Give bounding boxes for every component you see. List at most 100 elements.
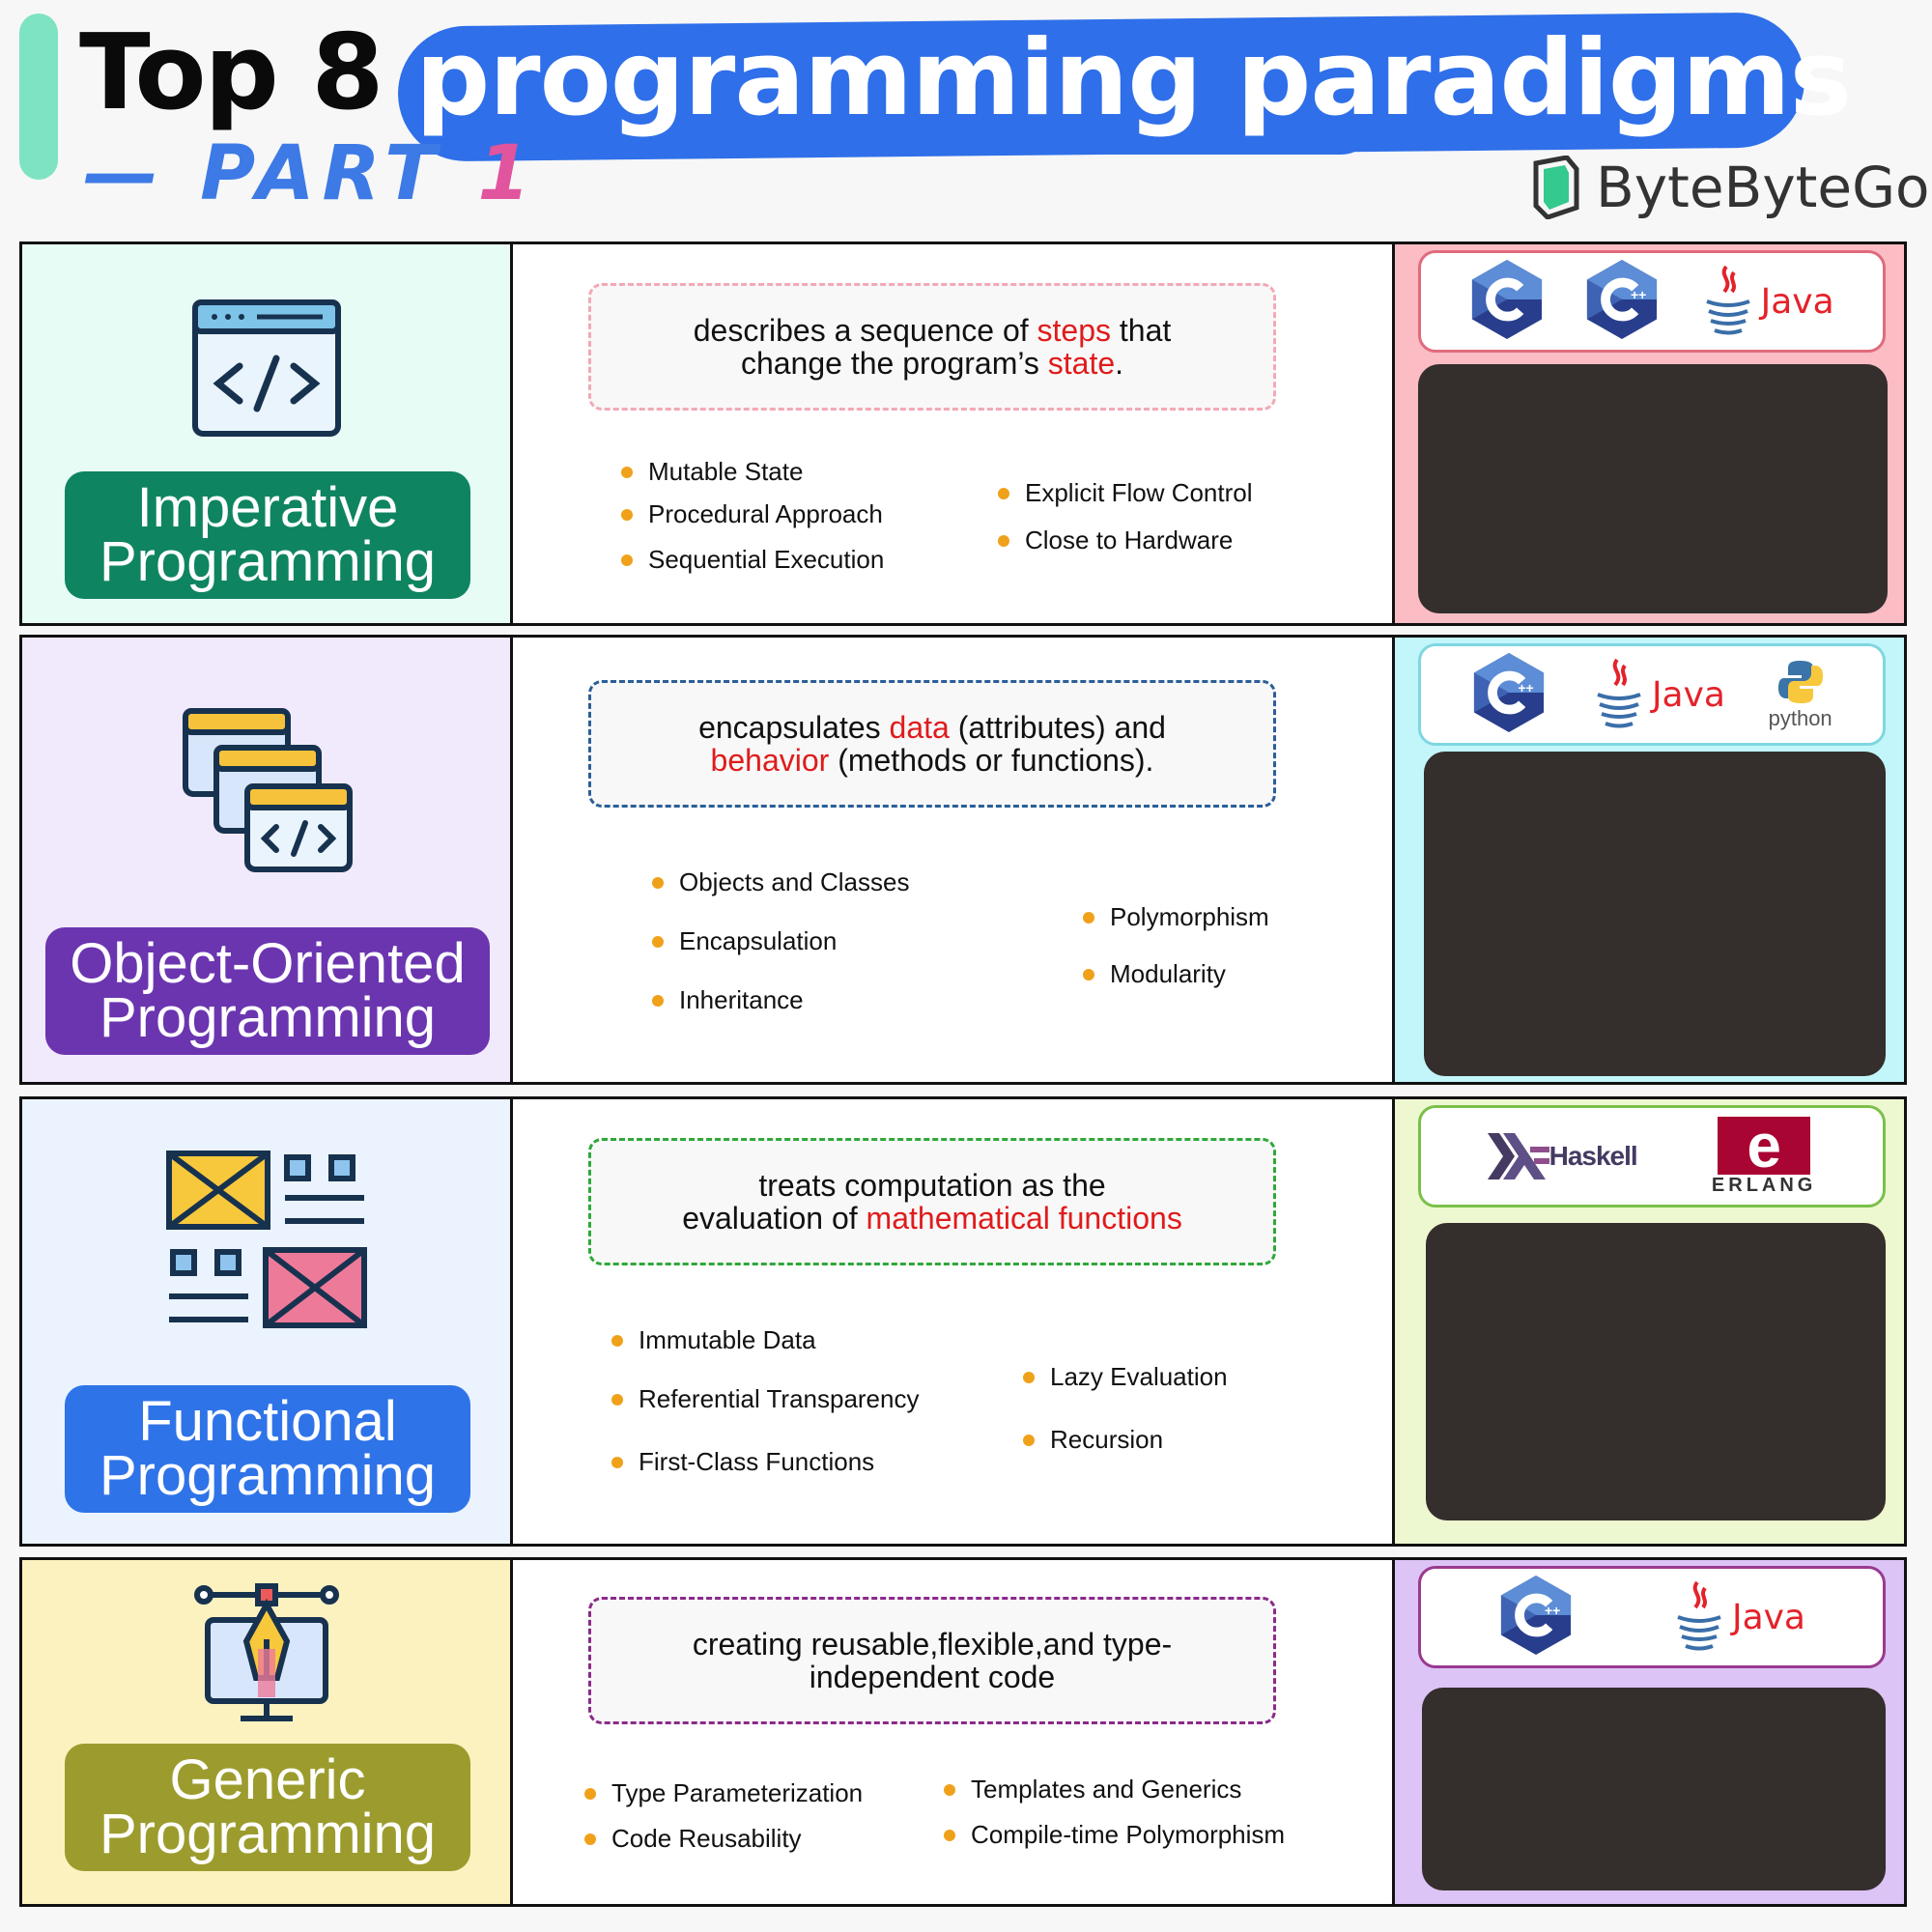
- imperative-label: Imperative Programming: [65, 471, 470, 599]
- oop-desc-e: (methods or functions).: [829, 743, 1154, 778]
- list-item: Immutable Data: [611, 1325, 919, 1355]
- generic-languages-cell: ++ Java: [1395, 1560, 1904, 1904]
- generic-desc-a: creating reusable,flexible,and type-: [692, 1627, 1173, 1662]
- java-logo-icon: Java: [1699, 263, 1834, 340]
- generic-label: Generic Programming: [65, 1744, 470, 1871]
- brand: ByteByteGo: [1530, 155, 1930, 220]
- functional-code-panel: [1426, 1223, 1886, 1520]
- functional-languages-cell: Haskell e ERLANG: [1395, 1099, 1904, 1544]
- functional-desc-c: mathematical functions: [866, 1201, 1182, 1236]
- oop-desc-c: (attributes) and: [949, 710, 1166, 745]
- imperative-desc-c: that: [1111, 313, 1172, 348]
- oop-code-panel: [1424, 752, 1886, 1076]
- generic-title-line2: Programming: [99, 1803, 437, 1865]
- cpp-logo-icon: ++: [1471, 651, 1547, 739]
- python-logo-icon: python: [1769, 658, 1833, 731]
- row-oop: Object-Oriented Programming encapsulates…: [19, 635, 1907, 1085]
- generic-description-box: creating reusable,flexible,and type- ind…: [588, 1597, 1276, 1724]
- erlang-logo-icon: e ERLANG: [1711, 1115, 1817, 1197]
- row-imperative: Imperative Programming describes a seque…: [19, 242, 1907, 626]
- haskell-logo-icon: Haskell: [1487, 1133, 1638, 1179]
- oop-languages-cell: ++ Java python: [1395, 638, 1904, 1082]
- layout-blocks-icon: [165, 1150, 368, 1334]
- title-highlight: programming paradigms: [415, 18, 1852, 139]
- cpp-plus-text: ++: [1544, 1602, 1561, 1618]
- erlang-mark: e: [1718, 1115, 1811, 1177]
- imperative-description-cell: describes a sequence of steps that chang…: [513, 244, 1395, 623]
- oop-features-left: Objects and Classes Encapsulation Inheri…: [652, 867, 909, 1015]
- list-item: Compile-time Polymorphism: [944, 1820, 1285, 1850]
- list-item: Encapsulation: [652, 926, 909, 956]
- java-logo-text: Java: [1760, 281, 1834, 322]
- cpp-plus-text: ++: [1630, 286, 1647, 302]
- bytebytego-logo-icon: [1533, 156, 1579, 219]
- imperative-title-line1: Imperative: [136, 476, 399, 539]
- functional-desc-b: evaluation of: [682, 1201, 867, 1236]
- list-item: Lazy Evaluation: [1023, 1362, 1228, 1392]
- generic-features-right: Templates and Generics Compile-time Poly…: [944, 1775, 1285, 1850]
- list-item: Type Parameterization: [584, 1778, 863, 1808]
- part-label: — PART 1: [83, 130, 538, 217]
- list-item: Inheritance: [652, 985, 909, 1015]
- erlang-logo-text: ERLANG: [1711, 1174, 1817, 1196]
- java-logo-text: Java: [1731, 1597, 1805, 1637]
- list-item: Sequential Execution: [621, 545, 884, 575]
- python-logo-text: python: [1768, 706, 1833, 730]
- brand-name: ByteByteGo: [1596, 155, 1930, 220]
- oop-logo-box: ++ Java python: [1418, 643, 1886, 746]
- functional-features-right: Lazy Evaluation Recursion: [1023, 1362, 1228, 1455]
- imperative-logo-box: ++ Java: [1418, 250, 1886, 353]
- functional-description-box: treats computation as the evaluation of …: [588, 1138, 1276, 1265]
- generic-title-line1: Generic: [169, 1748, 366, 1811]
- part-number: 1: [477, 130, 538, 217]
- java-logo-icon: Java: [1590, 656, 1725, 733]
- functional-label: Functional Programming: [65, 1385, 470, 1513]
- list-item: Close to Hardware: [998, 526, 1253, 555]
- imperative-features-right: Explicit Flow Control Close to Hardware: [998, 478, 1253, 555]
- haskell-logo-text: Haskell: [1548, 1141, 1638, 1171]
- oop-description-cell: encapsulates data (attributes) and behav…: [513, 638, 1395, 1082]
- oop-label: Object-Oriented Programming: [45, 927, 490, 1055]
- generic-description-cell: creating reusable,flexible,and type- ind…: [513, 1560, 1395, 1904]
- list-item: First-Class Functions: [611, 1447, 919, 1477]
- list-item: Explicit Flow Control: [998, 478, 1253, 508]
- oop-title-line1: Object-Oriented: [70, 932, 466, 995]
- title-highlight-background-secondary: [580, 95, 1372, 155]
- imperative-languages-cell: ++ Java: [1395, 244, 1904, 623]
- list-item: Referential Transparency: [611, 1384, 919, 1414]
- imperative-desc-e: state: [1047, 346, 1116, 381]
- functional-title-line1: Functional: [138, 1390, 397, 1453]
- imperative-title-line2: Programming: [99, 530, 437, 593]
- oop-desc-b: data: [889, 710, 950, 745]
- functional-logo-box: Haskell e ERLANG: [1418, 1105, 1886, 1208]
- cpp-logo-icon: ++: [1584, 258, 1660, 346]
- oop-desc-a: encapsulates: [698, 710, 890, 745]
- imperative-code-panel: [1418, 364, 1888, 613]
- functional-description-cell: treats computation as the evaluation of …: [513, 1099, 1395, 1544]
- functional-features-left: Immutable Data Referential Transparency …: [611, 1325, 919, 1477]
- functional-desc-a: treats computation as the: [758, 1168, 1106, 1203]
- imperative-desc-a: describes a sequence of: [693, 313, 1037, 348]
- imperative-features-left: Mutable State Procedural Approach Sequen…: [621, 457, 884, 575]
- imperative-description-box: describes a sequence of steps that chang…: [588, 283, 1276, 411]
- design-pen-icon: [193, 1581, 339, 1731]
- imperative-title-cell: Imperative Programming: [22, 244, 513, 623]
- list-item: Objects and Classes: [652, 867, 909, 897]
- generic-title-cell: Generic Programming: [22, 1560, 513, 1904]
- stacked-windows-icon: [180, 705, 354, 884]
- c-logo-icon: [1469, 258, 1545, 346]
- cpp-logo-icon: ++: [1498, 1574, 1574, 1662]
- oop-features-right: Polymorphism Modularity: [1083, 902, 1269, 989]
- list-item: Templates and Generics: [944, 1775, 1285, 1804]
- oop-description-box: encapsulates data (attributes) and behav…: [588, 680, 1276, 808]
- imperative-desc-f: .: [1115, 346, 1124, 381]
- imperative-desc-d: change the program’s: [740, 346, 1048, 381]
- code-window-icon: [189, 297, 344, 446]
- generic-logo-box: ++ Java: [1418, 1566, 1886, 1668]
- functional-title-line2: Programming: [99, 1444, 437, 1507]
- list-item: Modularity: [1083, 959, 1269, 989]
- list-item: Code Reusability: [584, 1824, 863, 1854]
- oop-desc-d: behavior: [710, 743, 830, 778]
- functional-title-cell: Functional Programming: [22, 1099, 513, 1544]
- row-generic: Generic Programming creating reusable,fl…: [19, 1557, 1907, 1907]
